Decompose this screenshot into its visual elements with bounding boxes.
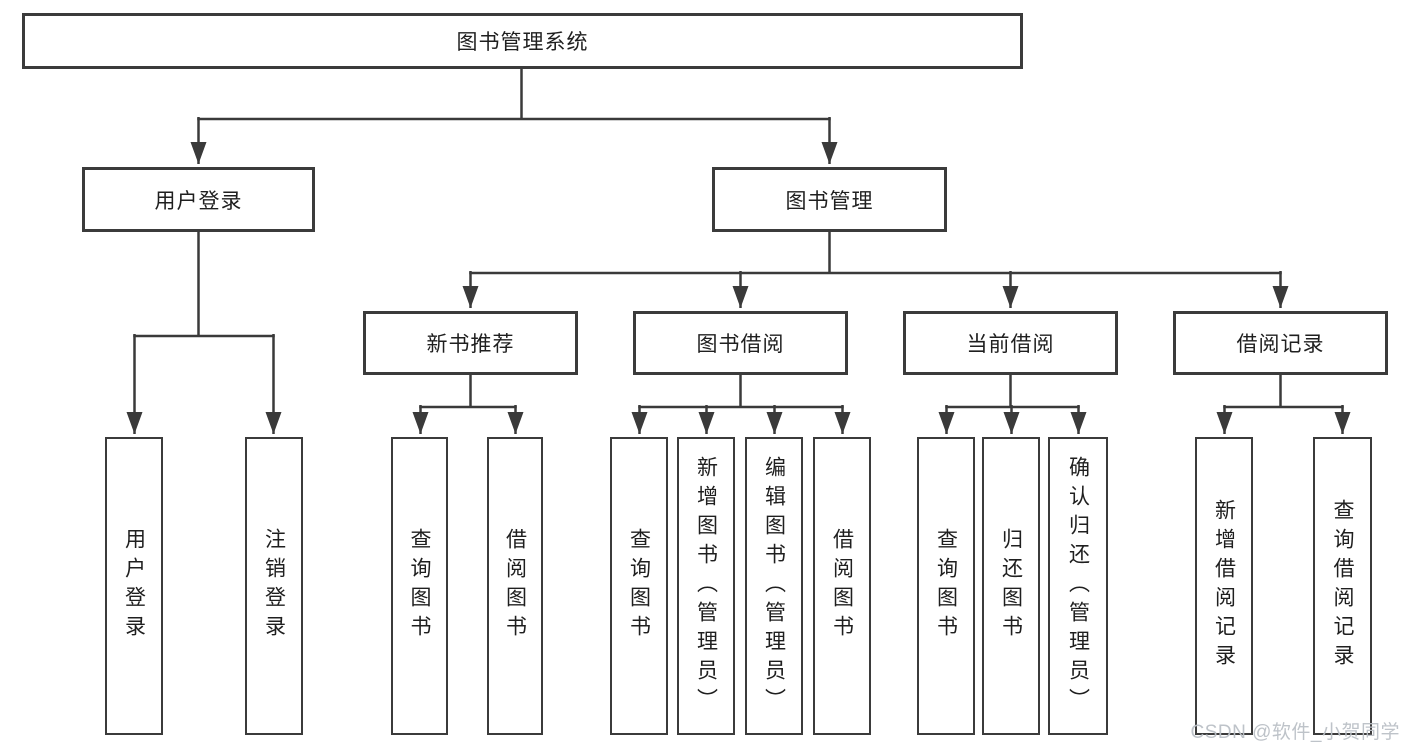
leaf-borrow-books-borrowing: 借阅图书 (813, 437, 871, 735)
leaf-borrow-books-recommend: 借阅图书 (487, 437, 543, 735)
leaf-logout: 注销登录 (245, 437, 303, 735)
node-borrowing-records: 借阅记录 (1173, 311, 1388, 375)
leaf-add-book-admin: 新增图书（管理员） (677, 437, 735, 735)
leaf-add-borrow-record: 新增借阅记录 (1195, 437, 1253, 735)
leaf-confirm-return-admin: 确认归还（管理员） (1048, 437, 1108, 735)
node-current-borrowing: 当前借阅 (903, 311, 1118, 375)
node-new-book-recommendation: 新书推荐 (363, 311, 578, 375)
node-book-borrowing: 图书借阅 (633, 311, 848, 375)
node-book-management: 图书管理 (712, 167, 947, 232)
leaf-edit-book-admin: 编辑图书（管理员） (745, 437, 803, 735)
node-library-management-system: 图书管理系统 (22, 13, 1023, 69)
leaf-query-books-borrowing: 查询图书 (610, 437, 668, 735)
leaf-query-books-current: 查询图书 (917, 437, 975, 735)
leaf-user-login: 用户登录 (105, 437, 163, 735)
leaf-return-books: 归还图书 (982, 437, 1040, 735)
node-user-login: 用户登录 (82, 167, 315, 232)
csdn-watermark: CSDN @软件_小贺同学 (1190, 722, 1400, 743)
leaf-query-borrow-record: 查询借阅记录 (1313, 437, 1372, 735)
leaf-query-books-recommend: 查询图书 (391, 437, 448, 735)
